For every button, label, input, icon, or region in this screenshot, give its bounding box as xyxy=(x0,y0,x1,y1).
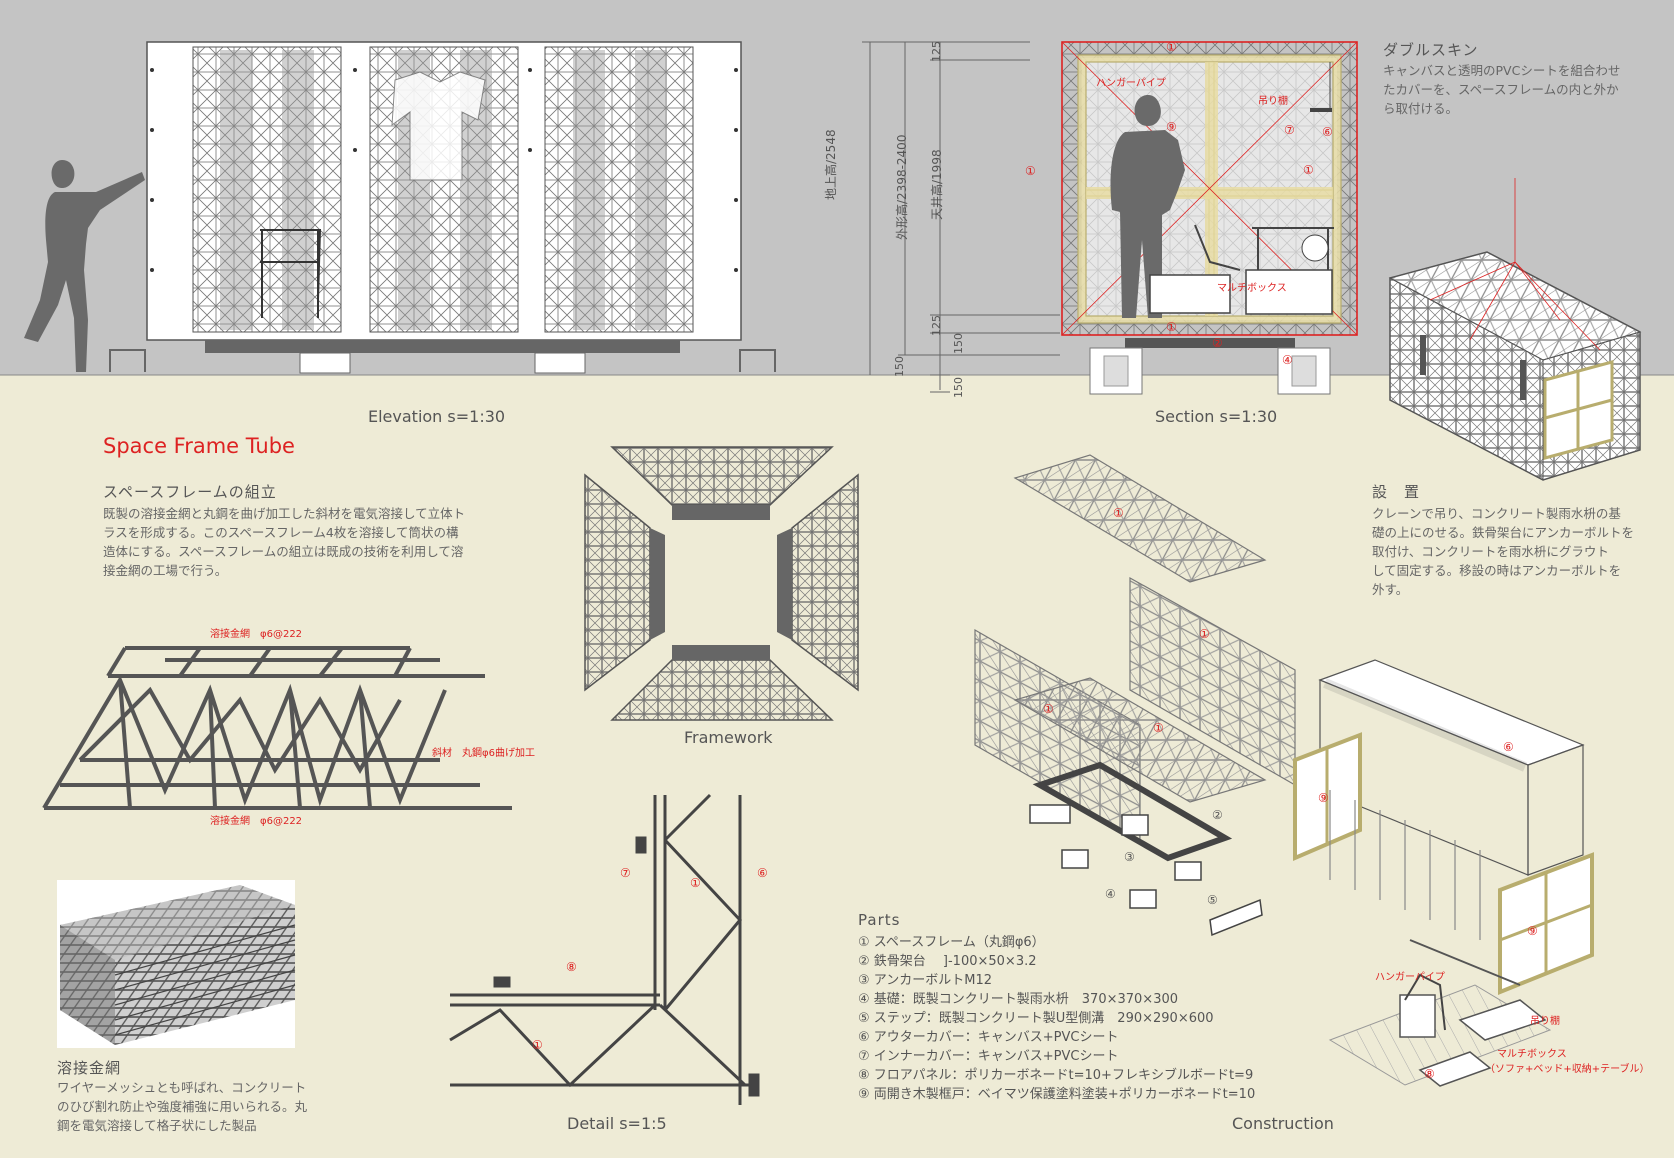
installed-module-iso xyxy=(1388,178,1642,481)
parts-item: ⑨ 両開き木製框戸：ベイマツ保護塗料塗装+ポリカーボネードt=10 xyxy=(858,1087,1256,1102)
section-mark-2: ② xyxy=(1212,336,1223,350)
section-mark-6: ⑥ xyxy=(1322,125,1333,139)
section-mark-7: ⑦ xyxy=(1284,123,1295,137)
construction-mark-2: ② xyxy=(1212,808,1223,822)
install-text: クレーンで吊り、コンクリート製雨水枡の基 礎の上にのせる。鉄骨架台にアンカーボル… xyxy=(1372,506,1635,597)
section-label-multibox: マルチボックス xyxy=(1217,283,1287,294)
construction-mark-1-c: ① xyxy=(1043,702,1054,716)
section-mark-1-bottom: ① xyxy=(1166,320,1177,334)
detail-mark-7: ⑦ xyxy=(620,866,631,880)
dim-ground-height: 地上高/2548 xyxy=(824,129,838,200)
dim-150-left: 150 xyxy=(893,356,906,377)
construction-mark-9-a: ⑨ xyxy=(1318,791,1329,805)
parts-item: ② 鉄骨架台 ]-100×50×3.2 xyxy=(858,954,1037,969)
caption-elevation: Elevation s=1:30 xyxy=(368,407,506,426)
caption-framework: Framework xyxy=(684,728,773,747)
assembly-heading: スペースフレームの組立 xyxy=(103,483,277,501)
welded-mesh-photo xyxy=(57,880,296,1048)
double-skin-heading: ダブルスキン xyxy=(1383,41,1479,59)
double-skin-text: キャンバスと透明のPVCシートを組合わせ たカバーを、スペースフレームの内と外か… xyxy=(1383,63,1621,116)
construction-mark-3: ③ xyxy=(1124,850,1135,864)
caption-section: Section s=1:30 xyxy=(1155,407,1278,426)
construction-mark-1-a: ① xyxy=(1113,506,1124,520)
parts-heading: Parts xyxy=(858,911,901,929)
dim-ceiling-height: 天井高/1998 xyxy=(930,149,944,220)
caption-detail: Detail s=1:5 xyxy=(567,1114,667,1133)
detail-mark-6: ⑥ xyxy=(757,866,768,880)
section-drawing xyxy=(862,41,1358,395)
parts-item: ⑦ インナーカバー：キャンバス+PVCシート xyxy=(858,1049,1119,1064)
mesh-heading: 溶接金網 xyxy=(57,1059,122,1077)
section-mark-1-top: ① xyxy=(1166,40,1177,54)
section-mark-1-right: ① xyxy=(1303,163,1314,177)
parts-item: ⑧ フロアパネル：ポリカーボネードt=10+フレキシブルボードt=9 xyxy=(858,1068,1254,1083)
construction-drawing xyxy=(974,454,1296,937)
install-heading: 設 置 xyxy=(1372,483,1421,501)
detail-drawing xyxy=(449,793,760,1105)
dim-150-right: 150 xyxy=(952,377,965,398)
section-mark-4: ④ xyxy=(1282,353,1293,367)
section-mark-9: ⑨ xyxy=(1166,120,1177,134)
truss-label-bottom: 溶接金網 φ6@222 xyxy=(210,816,303,827)
parts-item: ⑥ アウターカバー：キャンバス+PVCシート xyxy=(858,1030,1119,1045)
section-label-hanger: ハンガーパイプ xyxy=(1096,78,1166,89)
construction-frame-iso xyxy=(1293,659,1594,1087)
person-silhouette-left xyxy=(24,160,145,372)
construction-mark-1-d: ① xyxy=(1153,721,1164,735)
detail-mark-8: ⑧ xyxy=(566,960,577,974)
elevation-drawing xyxy=(109,41,776,374)
dim-outer-height: 外形高/2398-2400 xyxy=(895,134,909,240)
detail-mark-1-a: ① xyxy=(690,876,701,890)
parts-item: ④ 基礎：既製コンクリート製雨水枡 370×370×300 xyxy=(858,992,1179,1007)
construction-mark-5: ⑤ xyxy=(1207,893,1218,907)
dim-125-top: 125 xyxy=(930,41,943,62)
parts-list: ① スペースフレーム（丸鋼φ6） ② 鉄骨架台 ]-100×50×3.2 ③ ア… xyxy=(858,933,1255,1104)
detail-mark-1-b: ① xyxy=(532,1038,543,1052)
page-title: Space Frame Tube xyxy=(103,434,295,458)
construction-label-shelf: 吊り棚 xyxy=(1530,1016,1560,1027)
section-mark-1-left: ① xyxy=(1025,164,1036,178)
construction-label-hanger: ハンガーパイプ xyxy=(1375,972,1445,983)
truss-label-diagonal: 斜材 丸鋼φ6曲げ加工 xyxy=(432,748,535,759)
assembly-text: 既製の溶接金網と丸鋼を曲げ加工した斜材を電気溶接して立体ト ラスを形成する。この… xyxy=(103,506,466,578)
construction-mark-6: ⑥ xyxy=(1503,740,1514,754)
construction-label-multibox-note: （ソファ+ベッド+収納+テーブル） xyxy=(1485,1064,1650,1075)
dim-150-mid: 150 xyxy=(952,333,965,354)
construction-label-multibox: マルチボックス xyxy=(1497,1049,1567,1060)
construction-mark-8: ⑧ xyxy=(1424,1067,1435,1081)
caption-construction: Construction xyxy=(1232,1114,1334,1133)
section-label-shelf: 吊り棚 xyxy=(1258,96,1288,107)
construction-mark-4: ④ xyxy=(1105,887,1116,901)
truss-diagram xyxy=(42,646,512,810)
parts-item: ① スペースフレーム（丸鋼φ6） xyxy=(858,935,1045,950)
construction-mark-9-b: ⑨ xyxy=(1527,924,1538,938)
construction-mark-1-b: ① xyxy=(1199,627,1210,641)
framework-drawing xyxy=(584,446,859,721)
truss-label-top: 溶接金網 φ6@222 xyxy=(210,629,303,640)
mesh-text: ワイヤーメッシュとも呼ばれ、コンクリート のひび割れ防止や強度補強に用いられる。… xyxy=(57,1080,308,1133)
parts-item: ③ アンカーボルトM12 xyxy=(858,973,993,988)
parts-item: ⑤ ステップ：既製コンクリート製U型側溝 290×290×600 xyxy=(858,1011,1214,1026)
dim-125-bottom: 125 xyxy=(930,315,943,336)
